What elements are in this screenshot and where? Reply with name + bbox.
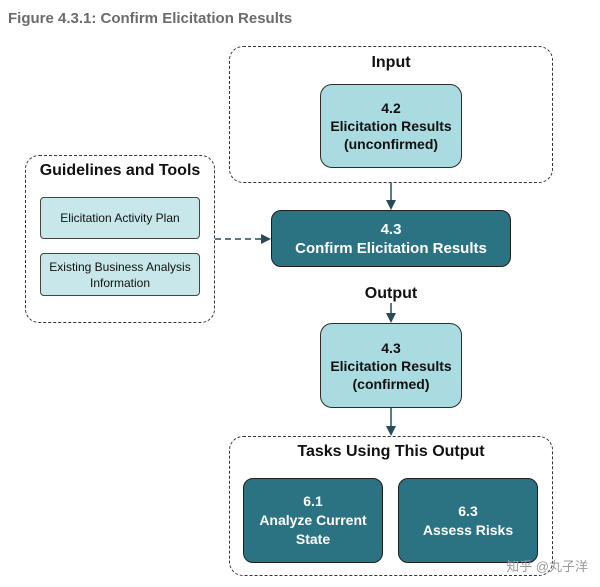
guideline-line2: Information bbox=[89, 275, 151, 290]
task-analyze-current-state: 6.1 Analyze Current State bbox=[243, 478, 383, 563]
task-6-1-line2: State bbox=[295, 531, 331, 547]
task-6-1-number: 6.1 bbox=[303, 493, 323, 509]
output-box-line1: Elicitation Results bbox=[330, 357, 452, 374]
task-title: Confirm Elicitation Results bbox=[295, 239, 487, 257]
input-box-line1: Elicitation Results bbox=[330, 118, 452, 134]
output-box-number: 4.3 bbox=[381, 339, 401, 356]
tasks-using-output-label: Tasks Using This Output bbox=[297, 443, 485, 460]
guideline-line1: Existing Business Analysis bbox=[49, 259, 191, 274]
input-box-number: 4.2 bbox=[381, 100, 401, 116]
figure-title: Figure 4.3.1: Confirm Elicitation Result… bbox=[8, 10, 293, 27]
output-box-elicitation-results-confirmed: 4.3 Elicitation Results (confirmed) bbox=[320, 323, 462, 408]
input-box-line2: (unconfirmed) bbox=[343, 136, 439, 152]
task-6-3-line1: Assess Risks bbox=[422, 521, 514, 538]
output-label: Output bbox=[364, 285, 418, 302]
input-group bbox=[229, 46, 553, 183]
input-box-elicitation-results-unconfirmed: 4.2 Elicitation Results (unconfirmed) bbox=[320, 84, 462, 168]
guideline-existing-business-analysis-information: Existing Business Analysis Information bbox=[40, 253, 200, 296]
guidelines-group bbox=[25, 155, 215, 323]
tasks-using-output-group bbox=[229, 436, 553, 576]
task-confirm-elicitation-results: 4.3 Confirm Elicitation Results bbox=[271, 210, 511, 267]
task-assess-risks: 6.3 Assess Risks bbox=[398, 478, 538, 563]
task-6-3-number: 6.3 bbox=[458, 502, 478, 519]
output-box-line2: (confirmed) bbox=[352, 375, 430, 392]
input-group-label: Input bbox=[371, 54, 411, 71]
guideline-elicitation-activity-plan: Elicitation Activity Plan bbox=[40, 197, 200, 239]
guideline-line1: Elicitation Activity Plan bbox=[60, 211, 180, 225]
task-number: 4.3 bbox=[380, 220, 402, 238]
task-6-1-line1: Analyze Current bbox=[259, 512, 367, 528]
watermark-text: 知乎 @丸子洋 bbox=[506, 559, 588, 574]
guidelines-group-label: Guidelines and Tools bbox=[39, 162, 201, 179]
